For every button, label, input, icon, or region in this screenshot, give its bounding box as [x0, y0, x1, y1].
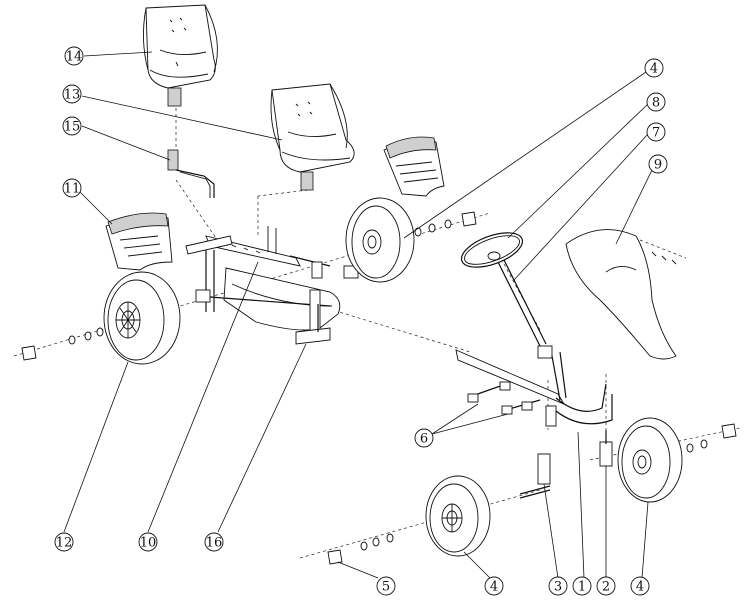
hub-parts-front-right [686, 423, 737, 453]
steering-column [497, 259, 553, 359]
callout-12: 12 [54, 532, 74, 552]
callout-label: 12 [56, 536, 73, 551]
callout-9: 9 [648, 154, 668, 174]
kingpin-right [599, 430, 613, 467]
hub-parts-rear-left [21, 327, 104, 361]
leader-lines [63, 51, 653, 579]
wheel-rear-right [345, 197, 415, 283]
callout-1: 1 [572, 576, 592, 596]
wheel-front-right [617, 417, 683, 503]
seat-lower [270, 83, 355, 191]
callout-label: 14 [66, 50, 83, 65]
callout-label: 6 [420, 432, 428, 447]
steering-wheel [460, 232, 524, 268]
seat-slide-rail [167, 149, 215, 198]
callout-3: 3 [548, 576, 568, 596]
callout-10: 10 [138, 532, 158, 552]
callout-4-rear: 4 [644, 58, 664, 78]
fender-left [105, 212, 173, 271]
callout-label: 11 [64, 182, 81, 197]
callout-13: 13 [62, 84, 82, 104]
callout-label: 4 [636, 580, 644, 595]
pedal [295, 304, 331, 345]
hub-parts-front-left [327, 533, 394, 565]
callout-label: 4 [650, 62, 658, 77]
wheel-front-left [425, 475, 491, 557]
callout-7: 7 [646, 122, 666, 142]
hub-parts-rear-right [414, 211, 477, 237]
callout-5: 5 [376, 576, 396, 596]
callout-label: 4 [490, 580, 498, 595]
tie-rods [467, 381, 541, 415]
callout-label: 1 [578, 580, 586, 595]
callout-4-front-right: 4 [630, 576, 650, 596]
callout-15: 15 [62, 116, 82, 136]
callout-label: 8 [652, 96, 660, 111]
callout-label: 7 [652, 126, 660, 141]
callout-6: 6 [414, 428, 434, 448]
callout-11: 11 [62, 178, 82, 198]
callout-label: 2 [602, 580, 610, 595]
callout-label: 3 [554, 580, 562, 595]
front-frame [455, 349, 613, 427]
seat-upper [143, 4, 218, 107]
fender-right [383, 136, 445, 197]
callout-16: 16 [204, 532, 224, 552]
callout-label: 9 [654, 158, 662, 173]
callout-8: 8 [646, 92, 666, 112]
callout-label: 15 [64, 120, 81, 135]
callout-4-front-left: 4 [484, 576, 504, 596]
wheel-rear-left [103, 271, 181, 365]
rear-frame [185, 226, 359, 337]
callout-label: 13 [64, 88, 81, 103]
callout-14: 14 [64, 46, 84, 66]
callout-2: 2 [596, 576, 616, 596]
callout-label: 16 [206, 536, 223, 551]
callout-label: 10 [140, 536, 157, 551]
front-cover [565, 229, 677, 360]
callout-label: 5 [382, 580, 390, 595]
